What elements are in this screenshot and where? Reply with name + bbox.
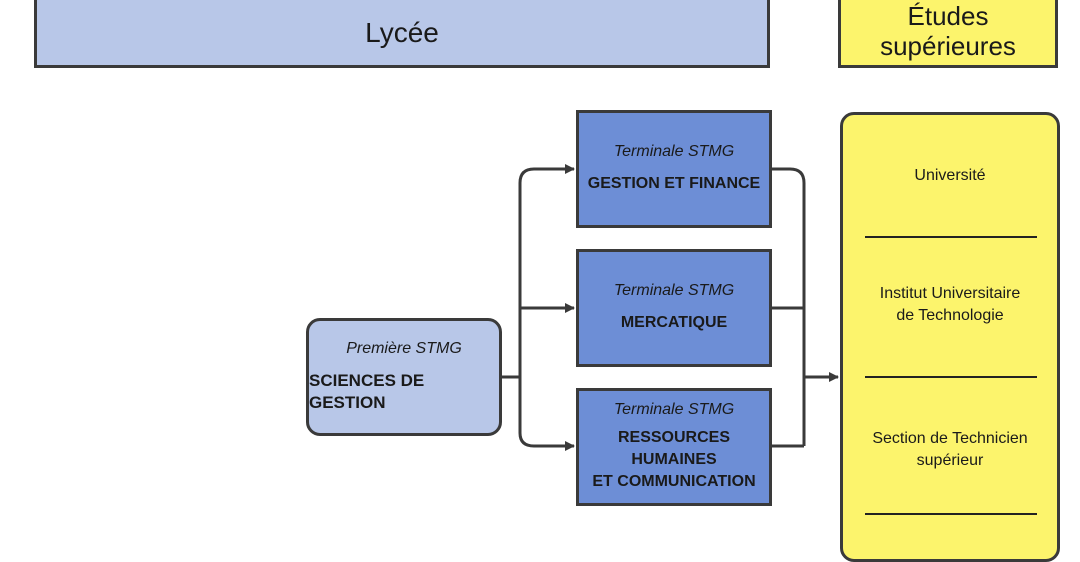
etudes-item-sts: Section de Technicien supérieur xyxy=(843,428,1057,472)
terminale-level: Terminale STMG xyxy=(613,143,735,160)
etudes-divider xyxy=(865,236,1037,238)
terminale-gestion-finance-box: Terminale STMG GESTION ET FINANCE xyxy=(576,110,772,228)
etudes-item-line: supérieur xyxy=(916,452,984,469)
premiere-stmg-box: Première STMG SCIENCES DE GESTION xyxy=(306,318,502,436)
terminale-level: Terminale STMG xyxy=(613,282,735,299)
etudes-item-universite: Université xyxy=(843,165,1057,187)
etudes-item-line: de Technologie xyxy=(896,307,1004,324)
terminale-rh-communication-box: Terminale STMG RESSOURCES HUMAINES ET CO… xyxy=(576,388,772,506)
etudes-header-line2: supérieures xyxy=(880,31,1016,61)
premiere-name: SCIENCES DE GESTION xyxy=(309,371,425,412)
etudes-item-line: Section de Technicien xyxy=(872,430,1028,447)
connector-merge-1 xyxy=(772,167,806,446)
etudes-item-line: Institut Universitaire xyxy=(879,285,1021,302)
etudes-item-line: Université xyxy=(914,167,986,184)
etudes-divider xyxy=(865,376,1037,378)
lycee-header: Lycée xyxy=(34,0,770,68)
etudes-item-iut: Institut Universitaire de Technologie xyxy=(843,283,1057,327)
premiere-level: Première STMG xyxy=(346,340,462,357)
etudes-divider xyxy=(865,513,1037,515)
terminale-name-line1: RESSOURCES xyxy=(617,429,731,446)
terminale-name: GESTION ET FINANCE xyxy=(587,175,761,192)
terminale-name-line3: ET COMMUNICATION xyxy=(592,473,756,490)
terminale-name-line2: HUMAINES xyxy=(631,451,717,468)
etudes-header-line1: Études xyxy=(907,1,989,31)
lycee-label: Lycée xyxy=(365,17,439,48)
etudes-superieures-list: Université Institut Universitaire de Tec… xyxy=(840,112,1060,562)
terminale-level: Terminale STMG xyxy=(613,401,735,418)
connector-arrows xyxy=(502,164,839,451)
terminale-mercatique-box: Terminale STMG MERCATIQUE xyxy=(576,249,772,367)
connector-branch-1 xyxy=(518,164,575,377)
connector-branch-3 xyxy=(518,377,575,451)
terminale-name: MERCATIQUE xyxy=(620,314,728,331)
etudes-superieures-header: Études supérieures xyxy=(838,0,1058,68)
